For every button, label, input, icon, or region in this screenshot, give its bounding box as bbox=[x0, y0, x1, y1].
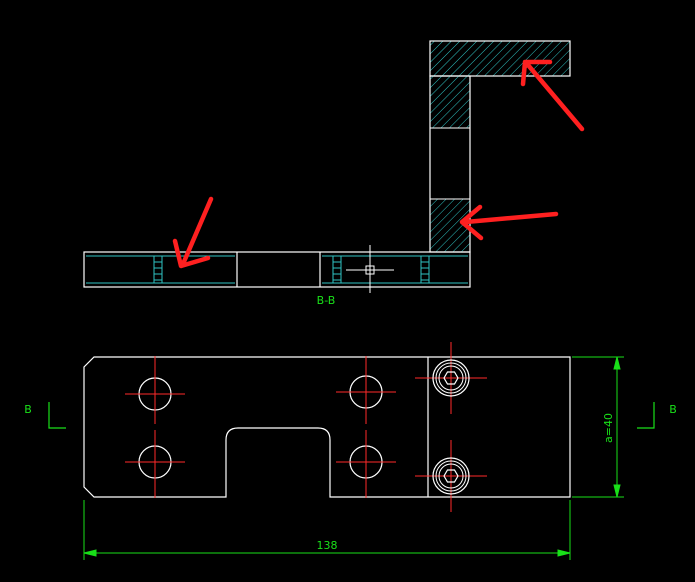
section-view-b-b: B-B bbox=[83, 40, 571, 307]
hex-socket-bolt-icon bbox=[415, 342, 487, 414]
section-marker-left: B bbox=[24, 402, 66, 429]
svg-text:a=40: a=40 bbox=[602, 413, 615, 443]
circle-icon bbox=[125, 430, 185, 498]
svg-text:B: B bbox=[24, 403, 32, 416]
plate-outline bbox=[83, 356, 571, 498]
svg-text:B: B bbox=[669, 403, 677, 416]
plan-view: B B 138 a=40 bbox=[24, 342, 677, 560]
annotation-arrow-mid-right bbox=[459, 204, 559, 241]
vertical-wall-section bbox=[429, 75, 471, 253]
circle-icon bbox=[336, 430, 396, 498]
base-plate-section bbox=[83, 251, 471, 288]
svg-text:138: 138 bbox=[317, 539, 338, 552]
hex-socket-bolt-icon bbox=[415, 440, 487, 512]
thread-mark-mid bbox=[332, 256, 342, 283]
dimension-length: 138 bbox=[83, 500, 571, 560]
thread-mark-left bbox=[153, 256, 163, 283]
circle-icon bbox=[125, 356, 185, 424]
dimension-height: a=40 bbox=[572, 356, 624, 498]
annotation-arrow-left bbox=[172, 196, 214, 269]
section-title: B-B bbox=[317, 294, 336, 307]
top-flange-section bbox=[429, 40, 571, 77]
circle-icon bbox=[336, 356, 396, 424]
thread-mark-right bbox=[420, 256, 430, 283]
annotation-arrow-top-right bbox=[520, 59, 585, 132]
crosshair-icon bbox=[346, 245, 394, 293]
section-marker-right: B bbox=[637, 402, 677, 429]
